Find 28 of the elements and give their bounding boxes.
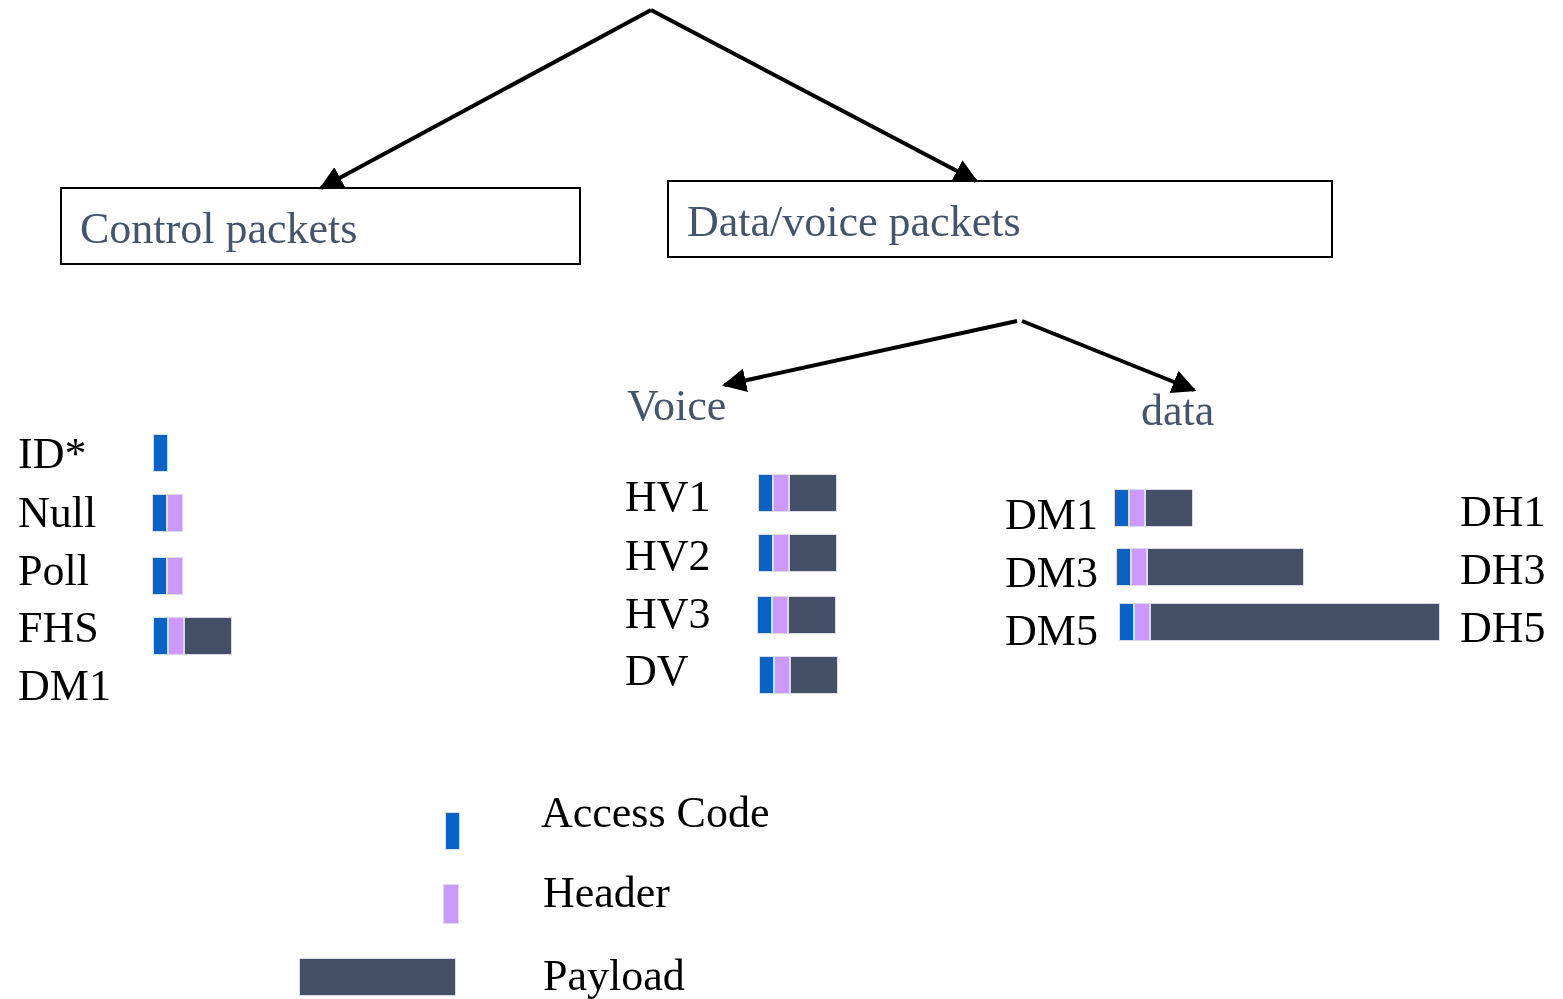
packet-type-label: HV3 <box>625 592 711 636</box>
legend-label: Header <box>543 871 670 915</box>
legend-label: Payload <box>543 954 685 998</box>
packet-type-label: DM1 <box>18 664 111 708</box>
packet-type-label: ID* <box>18 432 87 476</box>
packet-type-label: Null <box>18 491 97 535</box>
packet-type-label: DM3 <box>1005 551 1098 595</box>
packet-type-label: DM1 <box>1005 493 1098 537</box>
arrow <box>1021 319 1197 394</box>
packet-type-label: HV1 <box>625 475 711 519</box>
category-box <box>60 187 581 265</box>
arrow <box>650 8 979 183</box>
category-box <box>667 180 1333 258</box>
packet-type-label: DV <box>625 649 689 693</box>
packet-type-label: FHS <box>18 606 99 650</box>
packet-type-label: DH1 <box>1460 490 1546 534</box>
packet-type-label: HV2 <box>625 534 711 578</box>
category-title: data <box>1141 386 1215 435</box>
packet-type-label: DH5 <box>1460 606 1546 650</box>
arrow <box>318 8 652 190</box>
legend-label: Access Code <box>541 791 770 835</box>
category-title: Control packets <box>80 204 358 253</box>
packet-type-label: Poll <box>18 549 89 593</box>
category-title: Voice <box>627 381 727 430</box>
packet-type-label: DM5 <box>1005 609 1098 653</box>
packet-type-label: DH3 <box>1460 548 1546 592</box>
arrow <box>722 319 1018 393</box>
category-title: Data/voice packets <box>687 197 1021 246</box>
